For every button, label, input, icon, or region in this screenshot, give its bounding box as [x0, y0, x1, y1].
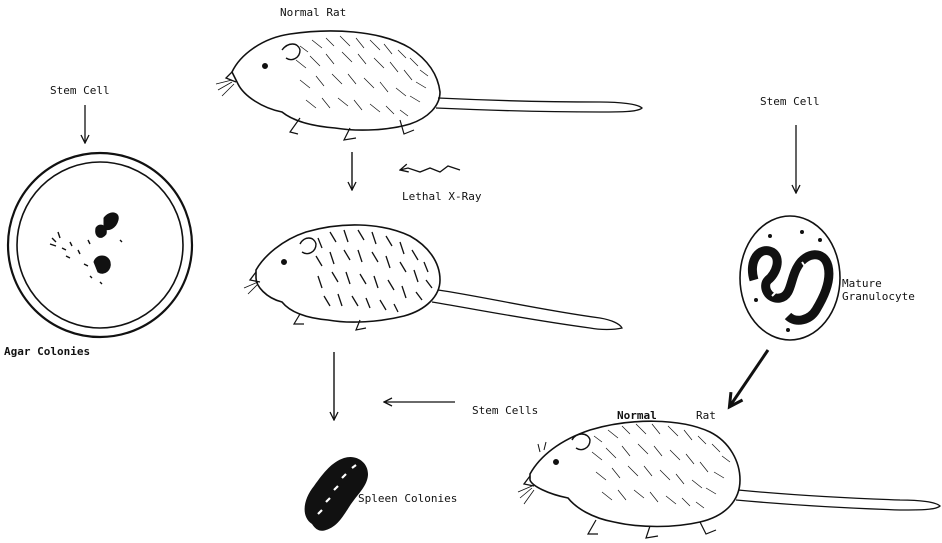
- label-stem-cells: Stem Cells: [472, 404, 538, 417]
- arrow-to-rat: [730, 350, 768, 406]
- irradiated-rat-illustration: [244, 225, 622, 330]
- label-lethal-xray: Lethal X-Ray: [402, 190, 481, 203]
- label-stem-cell-right: Stem Cell: [760, 95, 820, 108]
- label-mature: Mature: [842, 277, 882, 290]
- label-normal-rat-top: Normal Rat: [280, 6, 346, 19]
- normal-rat-bottom-illustration: [518, 421, 940, 538]
- label-normal: Normal: [617, 409, 657, 422]
- granulocyte-illustration: [740, 216, 840, 340]
- label-stem-cell-left: Stem Cell: [50, 84, 110, 97]
- label-rat: Rat: [696, 409, 716, 422]
- label-spleen-colonies: Spleen Colonies: [358, 492, 457, 505]
- label-agar-colonies: Agar Colonies: [4, 345, 90, 358]
- normal-rat-top-illustration: [216, 31, 642, 140]
- label-granulocyte: Granulocyte: [842, 290, 915, 303]
- xray-squiggle-arrow: [400, 166, 460, 172]
- petri-dish-illustration: [8, 153, 192, 337]
